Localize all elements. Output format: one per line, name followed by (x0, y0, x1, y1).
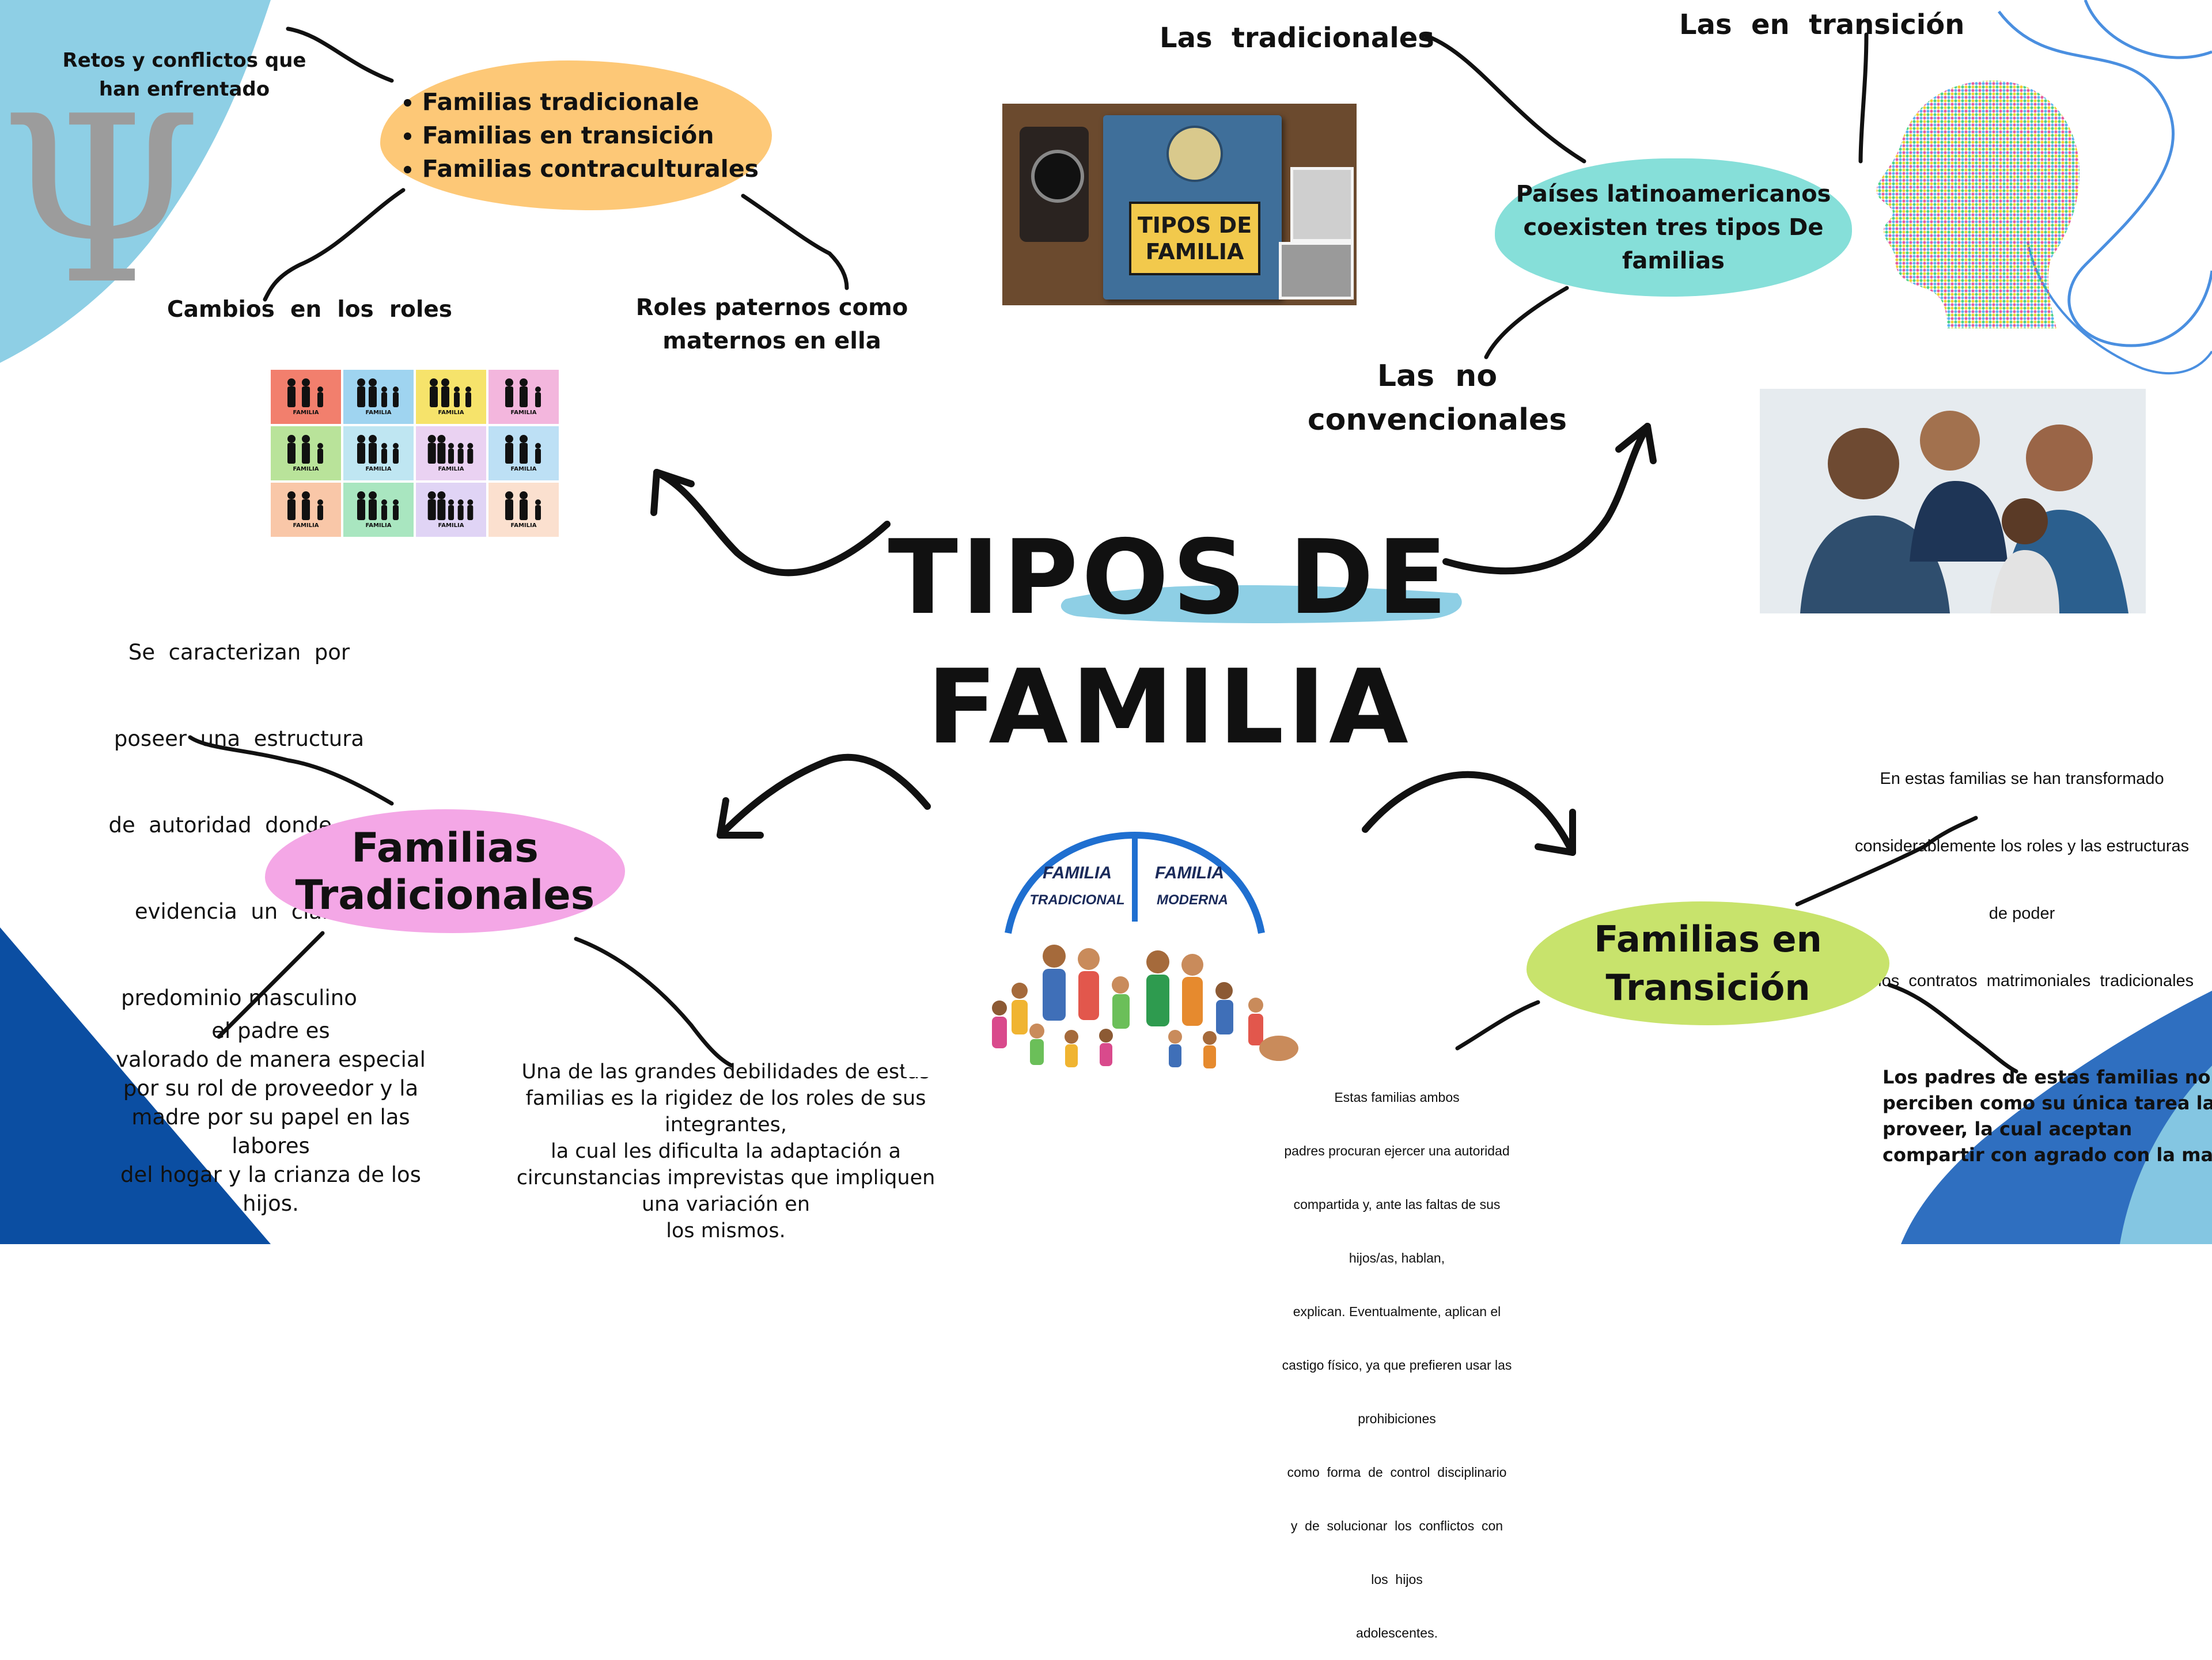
las-no-convencionales-label: Las no convencionales (1307, 359, 1567, 437)
family-pictogram-tile: FAMILIA (343, 426, 414, 480)
page-title: TIPOS DE FAMILIA (864, 513, 1475, 772)
pictogram-caption: FAMILIA (365, 465, 392, 472)
family-silhouette-icon (287, 491, 323, 520)
family-silhouette-icon (287, 434, 323, 464)
title-line1: TIPOS DE (888, 518, 1451, 637)
arrow-to-bottom-right (1362, 771, 1576, 856)
paises-latinoamericanos-blob: Países latinoamericanos coexisten tres t… (1495, 158, 1852, 297)
pictogram-caption: FAMILIA (293, 465, 319, 472)
book-cover: TIPOS DE FAMILIA (1103, 115, 1282, 300)
diagram-right-label-1: FAMILIA (1155, 863, 1224, 882)
familia-tradicional-moderna-image: FAMILIA TRADICIONAL FAMILIA MODERNA (904, 824, 1359, 1077)
vintage-photo (1290, 167, 1354, 242)
family-pictogram-grid: FAMILIA FAMILIA FAMILIA FAMILIA FAMILIA FAMIL… (271, 370, 559, 537)
title-line2: FAMILIA (927, 647, 1412, 767)
pictogram-caption: FAMILIA (510, 409, 537, 416)
family-pictogram-tile: FAMILIA (343, 370, 414, 424)
bottom-right-light-shape (2120, 1066, 2212, 1244)
debilidades-text: Una de las grandes debilidades de estas … (516, 1060, 935, 1242)
familias-en-transicion-blob: Familias en Transición (1527, 901, 1889, 1025)
arrow-to-top-right (1442, 423, 1651, 575)
family-types-list-blob: Familias tradicionale Familias en transi… (380, 60, 772, 210)
title-highlight-brush (1060, 585, 1462, 623)
family-silhouette-icon (427, 491, 474, 520)
pictogram-caption: FAMILIA (365, 409, 392, 416)
book-title-line2: FAMILIA (1145, 239, 1244, 264)
top-right-line-scribble (1998, 10, 2212, 347)
retos-label: Retos y conflictos que han enfrentado (62, 49, 306, 101)
top-left-blue-shape (0, 0, 271, 363)
pictogram-caption: FAMILIA (365, 522, 392, 529)
tipos-de-familia-book-image: TIPOS DE FAMILIA (1002, 104, 1357, 305)
family-pictogram-tile: FAMILIA (416, 483, 486, 537)
family-pictogram-tile: FAMILIA (488, 483, 559, 537)
diagram-left-label-2: TRADICIONAL (1029, 892, 1124, 908)
ambos-padres-text: Estas familias ambos padres procuran eje… (1282, 1090, 1512, 1640)
family-pictogram-tile: FAMILIA (488, 426, 559, 480)
list-item: Familias tradicionale (422, 85, 759, 119)
pictogram-caption: FAMILIA (510, 465, 537, 472)
head-profile-dots-icon (1876, 81, 2080, 328)
family-silhouette-icon (357, 434, 399, 464)
pictogram-caption: FAMILIA (293, 409, 319, 416)
family-silhouette-icon (357, 491, 399, 520)
caracterizan-text: Se caracterizan por poseer una estructur… (108, 640, 370, 1010)
family-photo (1760, 389, 2146, 613)
diagram-left-label-1: FAMILIA (1043, 863, 1112, 882)
pictogram-caption: FAMILIA (438, 522, 464, 529)
las-tradicionales-label: Las tradicionales (1160, 22, 1434, 54)
family-silhouette-icon (430, 378, 471, 407)
arrow-to-top-left (653, 469, 891, 577)
family-silhouette-icon (357, 378, 399, 407)
bottom-right-blue-shape (1901, 991, 2212, 1244)
padre-valorado-text: el padre es valorado de manera especial … (116, 1018, 426, 1216)
pictogram-caption: FAMILIA (510, 522, 537, 529)
connector-lines (188, 26, 2018, 1074)
cambios-roles-label: Cambios en los roles (167, 297, 452, 323)
family-pictogram-tile: FAMILIA (343, 483, 414, 537)
family-silhouette-icon (505, 434, 541, 464)
pictogram-caption: FAMILIA (293, 522, 319, 529)
padres-no-perciben-text: Los padres de estas familias no perciben… (1883, 1066, 2212, 1166)
pictogram-caption: FAMILIA (438, 465, 464, 472)
roles-paternos-label: Roles paternos como maternos en ella (635, 294, 908, 354)
family-pictogram-tile: FAMILIA (271, 483, 341, 537)
family-silhouette-icon (505, 491, 541, 520)
family-silhouette-icon (427, 434, 474, 464)
family-silhouette-icon (287, 378, 323, 407)
family-silhouette-icon (505, 378, 541, 407)
las-en-transicion-label: Las en transición (1679, 9, 1965, 41)
bottom-left-blue-shape (0, 927, 271, 1244)
arrow-to-bottom-left (717, 753, 931, 839)
background-decor (0, 0, 2212, 1244)
family-pictogram-tile: FAMILIA (416, 426, 486, 480)
family-pictogram-tile: FAMILIA (488, 370, 559, 424)
list-item: Familias en transición (422, 119, 759, 152)
familias-tradicionales-blob: Familias Tradicionales (265, 809, 625, 933)
family-pictogram-tile: FAMILIA (271, 426, 341, 480)
people-crowd-icon (992, 945, 1298, 1068)
diagram-right-label-2: MODERNA (1157, 892, 1228, 908)
vintage-photo (1279, 242, 1354, 300)
book-title-line1: TIPOS DE (1137, 213, 1252, 238)
camera-icon (1020, 127, 1089, 242)
psi-symbol-icon: Ψ (0, 67, 202, 335)
pictogram-caption: FAMILIA (438, 409, 464, 416)
family-pictogram-tile: FAMILIA (271, 370, 341, 424)
family-pictogram-tile: FAMILIA (416, 370, 486, 424)
list-item: Familias contraculturales (422, 152, 759, 185)
